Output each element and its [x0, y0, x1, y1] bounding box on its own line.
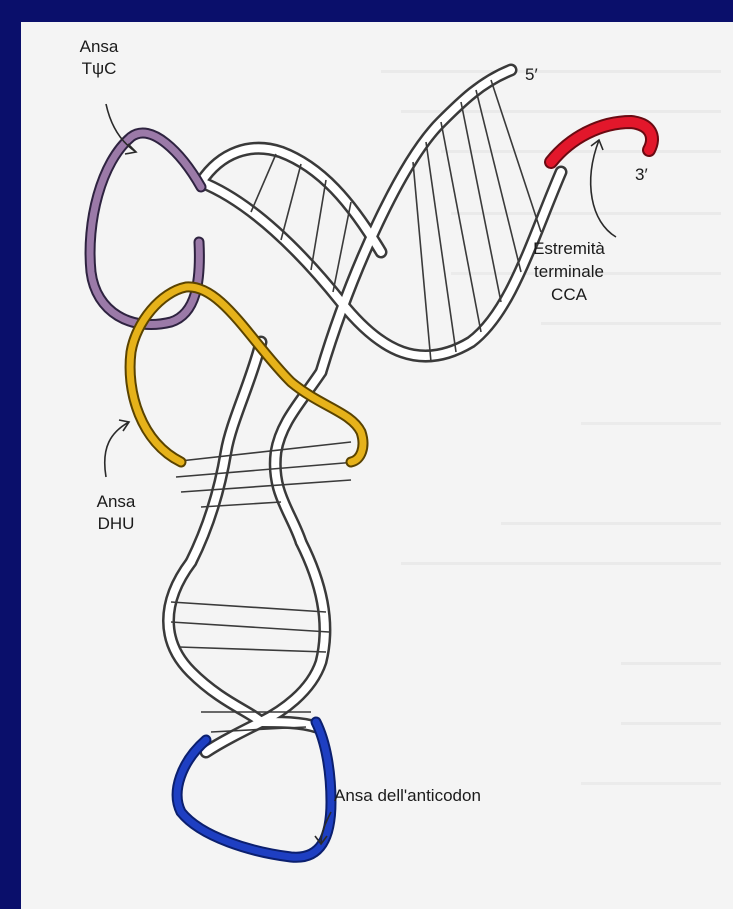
tpsic-loop — [90, 133, 201, 325]
dhu-label-line1: Ansa — [97, 492, 136, 511]
tpsic-label-line1: Ansa — [80, 37, 119, 56]
five-prime-label: 5′ — [525, 65, 538, 84]
background-text-ghost — [381, 70, 721, 785]
cca-end — [551, 122, 652, 162]
base-pair-rungs — [171, 80, 541, 732]
three-prime-label: 3′ — [635, 165, 648, 184]
cca-label-line3: CCA — [551, 285, 588, 304]
cca-label-line1: Estremità — [533, 239, 605, 258]
dhu-label-line2: DHU — [98, 514, 135, 533]
anticodon-loop — [177, 722, 331, 857]
trna-diagram: Ansa TψC Ansa DHU Estremità terminale CC… — [21, 22, 733, 909]
cca-label-line2: terminale — [534, 262, 604, 281]
tpsic-label-line2: TψC — [82, 59, 117, 78]
trna-backbone — [169, 70, 562, 752]
diagram-panel: Ansa TψC Ansa DHU Estremità terminale CC… — [21, 22, 733, 909]
anticodon-label: Ansa dell'anticodon — [334, 786, 481, 805]
